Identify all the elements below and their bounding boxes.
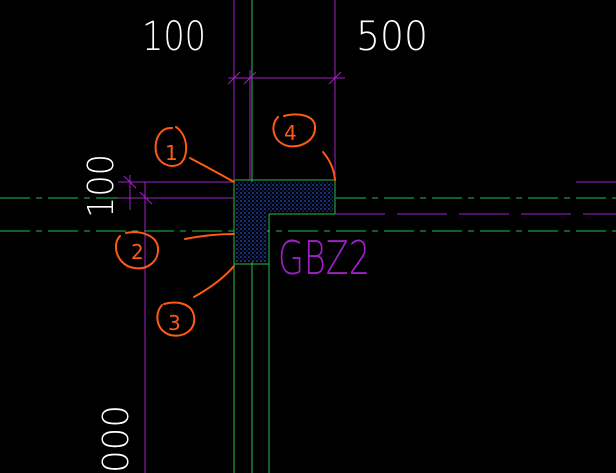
marker-number-2: 2: [131, 240, 144, 264]
dim-tick-2: [243, 71, 257, 85]
leader-3: [193, 265, 235, 298]
marker-number-4: 4: [284, 121, 297, 145]
component-tag: GBZ2: [278, 231, 370, 285]
dim-tick-3: [328, 71, 342, 85]
marker-circle-3: [156, 301, 196, 337]
marker-number-3: 3: [168, 311, 181, 335]
marker-number-1: 1: [165, 141, 178, 165]
dim-bottom-left-vertical: 000: [96, 405, 137, 473]
wall-lines: [118, 0, 616, 473]
leader-1: [189, 157, 235, 183]
marker-circle-2: [114, 231, 160, 270]
marker-circle-4: [272, 113, 317, 148]
dim-left-vertical: 100: [81, 154, 122, 218]
leader-4: [322, 151, 336, 181]
hatched-region: [236, 182, 333, 262]
dim-top-right: 500: [356, 14, 428, 60]
dim-tick-left-2: [139, 191, 153, 205]
dim-tick-1: [227, 71, 241, 85]
annotations: [114, 113, 336, 337]
dim-top-left: 100: [142, 14, 206, 60]
marker-circle-1: [154, 126, 188, 167]
dim-tick-left-1: [123, 175, 137, 189]
leader-2: [184, 233, 235, 240]
